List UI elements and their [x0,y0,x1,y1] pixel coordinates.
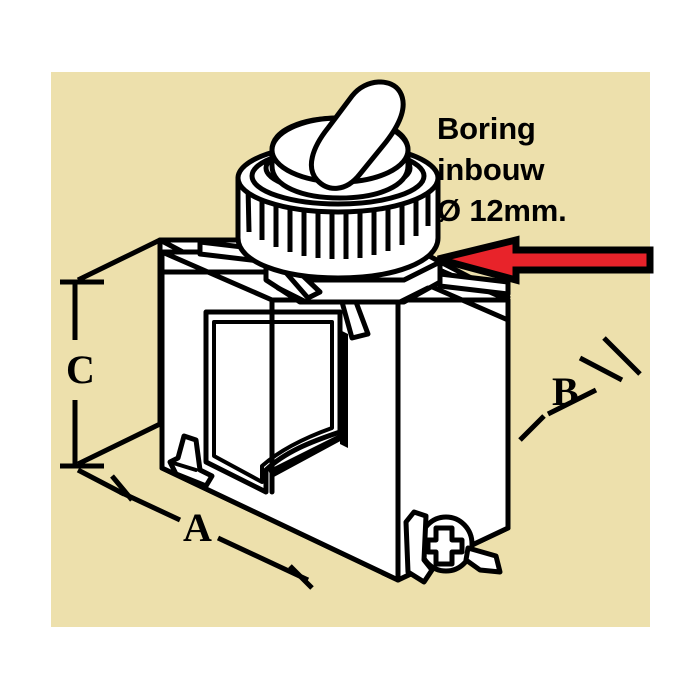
dimension-label-c: C [66,347,95,392]
arrow-shape [437,235,654,285]
callout-line-1: Boring [437,111,536,146]
callout-line-2: inbouw [437,152,545,187]
enclosure-silhouette-fill [162,252,508,580]
label-recess [203,309,348,495]
dimension-label-b: B [552,369,579,414]
foot-left-bracket [167,433,215,489]
dimension-lines [60,237,642,590]
label-recess-outline [203,309,343,495]
terminal-lug-right [463,545,503,575]
foot-left-tab [168,460,198,472]
mounting-tab-right [437,271,511,297]
mounting-strut-center [339,299,371,341]
dimension-c [60,237,162,469]
boring-inbouw-callout: Boring inbouw Ø 12mm. [437,108,667,231]
terminal-lug-left [403,509,435,585]
red-pointer-arrow [437,235,654,285]
dimension-b [518,336,642,442]
label-recess-inner [212,320,334,484]
callout-line-3: Ø 12mm. [437,193,567,228]
dimension-a [76,467,314,590]
terminal-screw-slot [425,525,465,567]
label-recess-shadow [340,330,348,448]
toggle-lever [308,79,406,191]
dimension-label-a: A [183,505,212,550]
terminal-screw-right [403,509,503,585]
label-recess-bottom-shadow [268,434,346,478]
toggle-lever-body [308,79,406,191]
enclosure-clean [162,252,508,580]
mounting-foot-left [167,433,215,489]
